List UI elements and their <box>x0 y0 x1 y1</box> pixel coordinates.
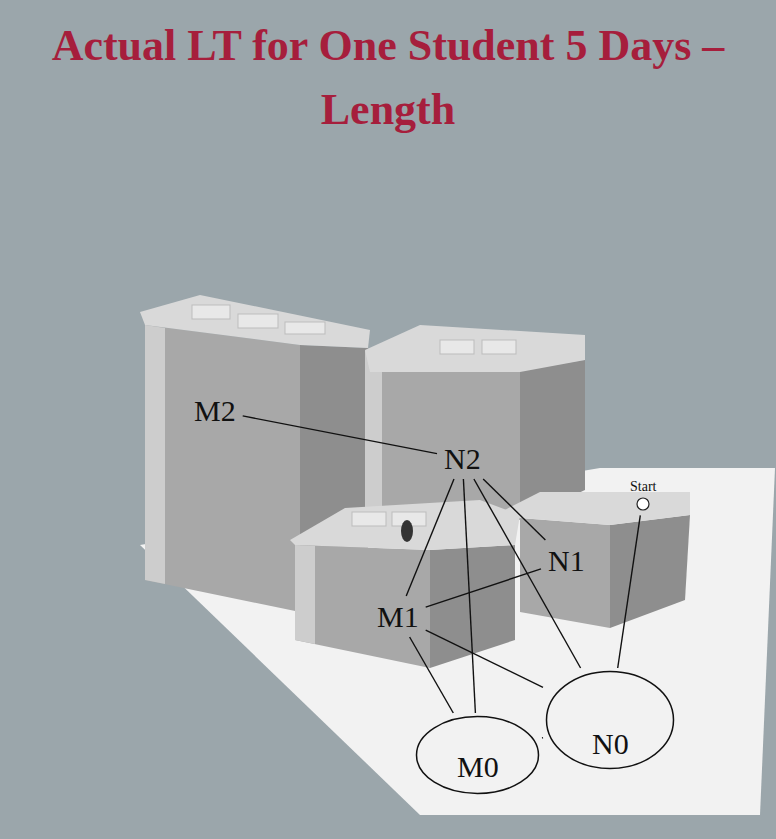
start-label: Start <box>630 479 656 494</box>
n1-block <box>495 492 690 628</box>
title-box: Actual LT for One Student 5 Days –Length <box>18 14 758 142</box>
ellipse-shape <box>417 717 539 794</box>
position-dot <box>401 520 413 542</box>
block-node: M1 <box>372 598 424 635</box>
trajectory-line <box>426 569 541 607</box>
block-front <box>295 545 430 668</box>
block-label: M1 <box>377 600 419 633</box>
block-node: N2 <box>439 440 486 477</box>
start-dot <box>637 498 649 510</box>
trajectory-line <box>618 515 641 668</box>
block-top <box>290 500 520 550</box>
ellipse-node: N0 <box>545 670 675 770</box>
m1-block <box>290 500 520 668</box>
start-marker: Start <box>627 478 659 513</box>
n2-block <box>365 325 585 520</box>
trajectory-line <box>542 737 543 739</box>
trajectory-line <box>406 479 454 596</box>
ellipse-shape <box>547 672 674 769</box>
block-front <box>145 325 300 612</box>
block-label: N1 <box>548 544 585 577</box>
ellipse-node: M0 <box>415 715 540 795</box>
start-circle <box>635 496 651 512</box>
block-front <box>520 518 610 628</box>
trajectory-line <box>426 630 543 687</box>
trajectory-line <box>410 637 454 713</box>
trajectory-line <box>483 479 545 540</box>
slide-title: Actual LT for One Student 5 Days –Length <box>52 21 725 134</box>
block-step <box>238 314 278 328</box>
block-label: M2 <box>194 394 236 427</box>
block-node: N1 <box>543 542 590 579</box>
block-top <box>365 325 585 372</box>
block-edge <box>145 325 165 584</box>
block-edge <box>365 350 382 520</box>
trajectory-line <box>463 479 475 713</box>
block-node: M2 <box>189 392 241 429</box>
block-label: N2 <box>444 442 481 475</box>
block-side <box>610 515 690 628</box>
node-label: N0 <box>592 729 629 759</box>
block-edge <box>295 545 315 644</box>
trajectory-line <box>243 416 437 454</box>
block-step <box>352 512 386 526</box>
block-top <box>140 295 370 348</box>
block-step <box>192 305 230 319</box>
block-step <box>440 340 474 354</box>
node-label: M0 <box>457 752 499 782</box>
block-step <box>285 322 325 334</box>
block-step <box>482 340 516 354</box>
